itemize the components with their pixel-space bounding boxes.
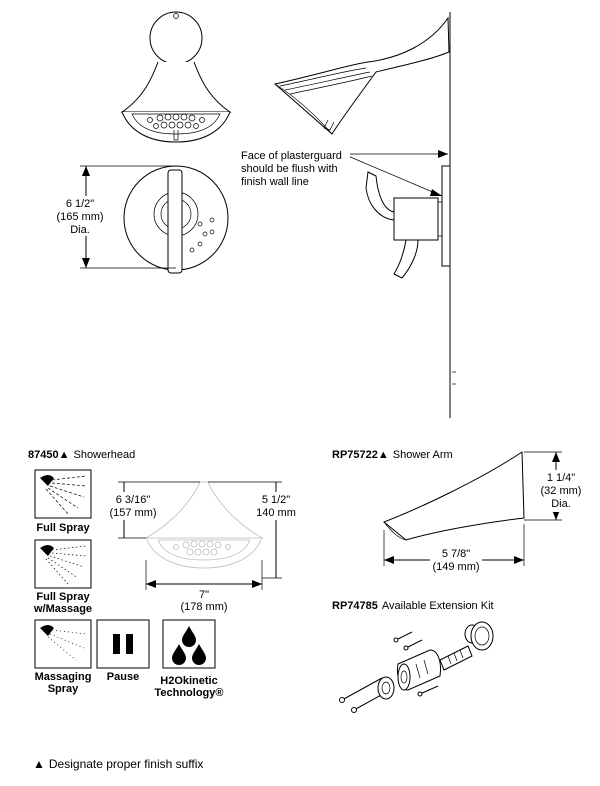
showerhead-heading: 87450▲Showerhead xyxy=(28,449,135,461)
showerhead-depth-mm: 140 mm xyxy=(256,507,296,519)
massaging-spray-label1: Massaging xyxy=(35,671,92,683)
showerhead-name: Showerhead xyxy=(73,449,135,461)
shower-arm-dia-label: Dia. xyxy=(551,498,571,510)
showerhead-width-mm: (178 mm) xyxy=(180,601,227,613)
showerhead-front-view xyxy=(120,11,232,143)
footnote-text: Designate proper finish suffix xyxy=(49,757,204,771)
full-spray-icon xyxy=(34,469,92,519)
full-spray-label: Full Spray xyxy=(36,522,90,534)
pause-icon xyxy=(96,619,150,669)
full-spray-massage-label2: w/Massage xyxy=(33,603,92,615)
wall-callout-line3: finish wall line xyxy=(241,176,309,188)
shower-arm-name: Shower Arm xyxy=(393,449,453,461)
shower-arm-length-inch: 5 7/8" xyxy=(442,548,470,560)
full-spray-massage-label1: Full Spray xyxy=(36,591,90,603)
water-drops-icon xyxy=(162,619,216,669)
extension-kit-model: RP74785 xyxy=(332,600,378,612)
side-view xyxy=(273,12,456,418)
wall-callout-line1: Face of plasterguard xyxy=(241,150,342,162)
wall-callout-line2: should be flush with xyxy=(241,163,338,175)
h2o-label1: H2Okinetic xyxy=(160,675,217,687)
triangle-icon: ▲ xyxy=(33,757,45,771)
trim-plate-front-view xyxy=(80,165,229,274)
triangle-icon: ▲ xyxy=(59,449,70,461)
shower-arm-length-mm: (149 mm) xyxy=(432,561,479,573)
h2o-label2: Technology® xyxy=(154,687,223,699)
extension-kit-drawing xyxy=(339,621,494,713)
pause-label: Pause xyxy=(107,671,139,683)
showerhead-height-inch: 6 3/16" xyxy=(116,494,151,506)
triangle-icon: ▲ xyxy=(378,449,389,461)
showerhead-width-inch: 7" xyxy=(199,589,209,601)
showerhead-model: 87450 xyxy=(28,449,59,461)
shower-arm-model: RP75722 xyxy=(332,449,378,461)
footnote: ▲ Designate proper finish suffix xyxy=(33,757,203,771)
trim-dim-inch: 6 1/2" xyxy=(66,198,94,210)
showerhead-height-mm: (157 mm) xyxy=(109,507,156,519)
massaging-spray-label2: Spray xyxy=(48,683,79,695)
showerhead-dimension-drawing xyxy=(118,481,282,590)
trim-dim-dia: Dia. xyxy=(70,224,90,236)
showerhead-depth-inch: 5 1/2" xyxy=(262,494,290,506)
trim-dim-mm: (165 mm) xyxy=(56,211,103,223)
shower-arm-dia-inch: 1 1/4" xyxy=(547,472,575,484)
shower-arm-heading: RP75722▲ Shower Arm xyxy=(332,449,453,461)
full-spray-massage-icon xyxy=(34,539,92,589)
shower-arm-dia-mm: (32 mm) xyxy=(541,485,582,497)
extension-kit-name: Available Extension Kit xyxy=(382,600,494,612)
massaging-spray-icon xyxy=(34,619,92,669)
extension-kit-heading: RP74785 Available Extension Kit xyxy=(332,600,494,612)
